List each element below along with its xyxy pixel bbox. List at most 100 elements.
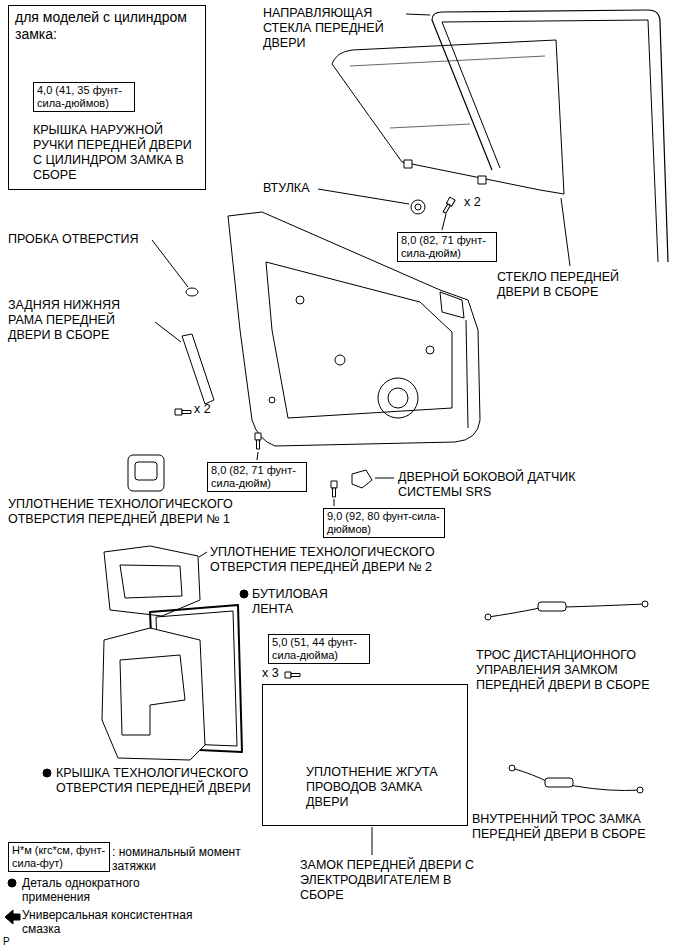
- cable-sleeve: [538, 602, 566, 611]
- glass-run-channel: [442, 20, 658, 262]
- single-use-mark: [240, 590, 248, 598]
- panel-hole: [335, 355, 345, 365]
- quantity: x 2: [194, 402, 224, 417]
- part-name: КРЫШКА ТЕХНОЛОГИЧЕСКОГО ОТВЕРСТИЯ ПЕРЕДН…: [56, 766, 288, 796]
- part-name: БУТИЛОВАЯ ЛЕНТА: [252, 587, 362, 617]
- legend-text: Универсальная консистентная смазка: [22, 908, 217, 937]
- leader-line: [199, 552, 207, 557]
- part-name: ЗАМОК ПЕРЕДНЕЙ ДВЕРИ С ЭЛЕКТРОДВИГАТЕЛЕМ…: [300, 858, 475, 903]
- bolt-shank: [182, 411, 191, 414]
- bolt-head: [255, 433, 261, 440]
- callout-frame: УПЛОТНЕНИЕ ЖГУТА ПРОВОДОВ ЗАМКА ДВЕРИЗАМ…: [262, 684, 468, 826]
- callout-frame: для моделей с цилиндром замка: КРЫШКА НАР…: [8, 5, 206, 190]
- leader-line: [375, 478, 394, 479]
- glass-clip: [404, 160, 412, 168]
- bolt: [255, 433, 261, 449]
- part-name: НАПРАВЛЯЮЩАЯ СТЕКЛА ПЕРЕДНЕЙ ДВЕРИ: [263, 6, 403, 51]
- screw: [285, 672, 300, 678]
- bolt: [175, 409, 191, 415]
- torque-box: Н*м (кгс*см, фунт-сила-фут): [8, 842, 110, 872]
- torque-box: 8,0 (82, 71 фунт-сила-дюйм): [397, 232, 497, 262]
- legend-grease-arrow: [5, 910, 20, 924]
- screw-shank: [291, 674, 300, 677]
- leader-line: [318, 189, 409, 204]
- hole-plug: [186, 288, 198, 296]
- part-name: УПЛОТНЕНИЕ ТЕХНОЛОГИЧЕСКОГО ОТВЕРСТИЯ ПЕ…: [210, 545, 472, 575]
- bolt-head: [331, 481, 337, 488]
- quantity: x 3: [262, 666, 292, 681]
- door-service-opening: [266, 262, 452, 418]
- legend-single-use-mark: [8, 879, 16, 887]
- mirror-mount: [440, 292, 464, 318]
- speaker-mount: [388, 388, 408, 408]
- torque-box: 4,0 (41, 35 фунт-сила-дюймов): [33, 82, 135, 112]
- panel-hole: [426, 346, 434, 354]
- part-name: ВНУТРЕННИЙ ТРОС ЗАМКА ПЕРЕДНЕЙ ДВЕРИ В С…: [472, 812, 680, 842]
- part-name: СТЕКЛО ПЕРЕДНЕЙ ДВЕРИ В СБОРЕ: [497, 270, 657, 300]
- leader-line: [406, 14, 430, 15]
- service-hole-seal: [104, 546, 200, 616]
- service-hole-seal: [128, 455, 164, 491]
- leader-line: [561, 198, 570, 266]
- service-hole-cover: [102, 628, 205, 760]
- screw-head: [285, 672, 291, 678]
- bolt: [442, 197, 455, 214]
- torque-value: 8,0 (82, 71 фунт-сила-дюйм): [401, 234, 493, 260]
- part-name: ЗАДНЯЯ НИЖНЯЯ РАМА ПЕРЕДНЕЙ ДВЕРИ В СБОР…: [8, 298, 158, 343]
- cover-detail: [120, 655, 185, 735]
- leader-line: [372, 827, 373, 855]
- cable-end: [509, 765, 515, 771]
- torque-box: 9,0 (92, 80 фунт-сила-дюймов): [323, 508, 445, 538]
- leader-line: [442, 214, 446, 230]
- torque-box: 8,0 (82, 71 фунт-сила-дюйм): [207, 462, 307, 492]
- part-name: УПЛОТНЕНИЕ ЖГУТА ПРОВОДОВ ЗАМКА ДВЕРИ: [306, 765, 458, 810]
- single-use-mark: [43, 769, 51, 777]
- speaker-mount: [378, 378, 418, 418]
- quantity: x 2: [464, 195, 494, 210]
- cable-end: [485, 614, 491, 620]
- part-name: УПЛОТНЕНИЕ ТЕХНОЛОГИЧЕСКОГО ОТВЕРСТИЯ ПЕ…: [8, 497, 263, 527]
- panel-hole: [296, 296, 304, 304]
- inside-lock-cable: [512, 768, 640, 791]
- door-glass: [332, 40, 564, 194]
- bolt-shank: [257, 440, 260, 449]
- part-name: КРЫШКА НАРУЖНОЙ РУЧКИ ПЕРЕДНЕЙ ДВЕРИ С Ц…: [33, 123, 198, 183]
- leader-line: [152, 240, 188, 287]
- srs-side-sensor: [352, 470, 372, 488]
- part-name: ПРОБКА ОТВЕРСТИЯ: [8, 232, 178, 247]
- page-mark: P: [3, 936, 23, 948]
- part-name: ВТУЛКА: [263, 181, 343, 196]
- leader-line: [155, 322, 181, 342]
- seal-opening: [120, 565, 182, 598]
- legend-text: Деталь однократного применения: [22, 876, 197, 905]
- seal-opening: [135, 462, 157, 480]
- cable-end: [642, 601, 648, 607]
- grommet: [411, 200, 425, 214]
- glass-edge-line: [390, 124, 470, 128]
- torque-value: 5,0 (51, 44 фунт-сила-дюйма): [272, 636, 366, 662]
- glass-clip: [478, 176, 486, 184]
- bolt: [331, 481, 337, 497]
- part-name: ДВЕРНОЙ БОКОВОЙ ДАТЧИК СИСТЕМЫ SRS: [398, 470, 638, 500]
- torque-value: 9,0 (92, 80 фунт-сила-дюймов): [327, 510, 441, 536]
- torque-value: 8,0 (82, 71 фунт-сила-дюйм): [211, 464, 303, 490]
- legend-text: : номинальный момент затяжки: [112, 845, 262, 874]
- part-name: ТРОС ДИСТАНЦИОННОГО УПРАВЛЕНИЯ ЗАМКОМ ПЕ…: [476, 648, 681, 693]
- leader-line: [257, 452, 258, 460]
- torque-box: 5,0 (51, 44 фунт-сила-дюйма): [268, 634, 370, 664]
- bolt-shank: [333, 488, 336, 497]
- rear-lower-frame: [182, 334, 214, 404]
- bolt-shank: [443, 204, 450, 213]
- glass-run-channel: [432, 10, 668, 262]
- leader-line: [334, 499, 335, 506]
- panel-edge: [466, 320, 468, 428]
- variant-note: для моделей с цилиндром замка:: [15, 9, 200, 43]
- panel-hole: [269, 397, 275, 403]
- bolt-head: [175, 409, 182, 415]
- torque-value: Н*м (кгс*см, фунт-сила-фут): [12, 844, 106, 870]
- torque-value: 4,0 (41, 35 фунт-сила-дюймов): [37, 84, 131, 110]
- cable-sleeve: [545, 778, 573, 787]
- grommet-hole: [415, 204, 421, 210]
- cable-end: [637, 787, 643, 793]
